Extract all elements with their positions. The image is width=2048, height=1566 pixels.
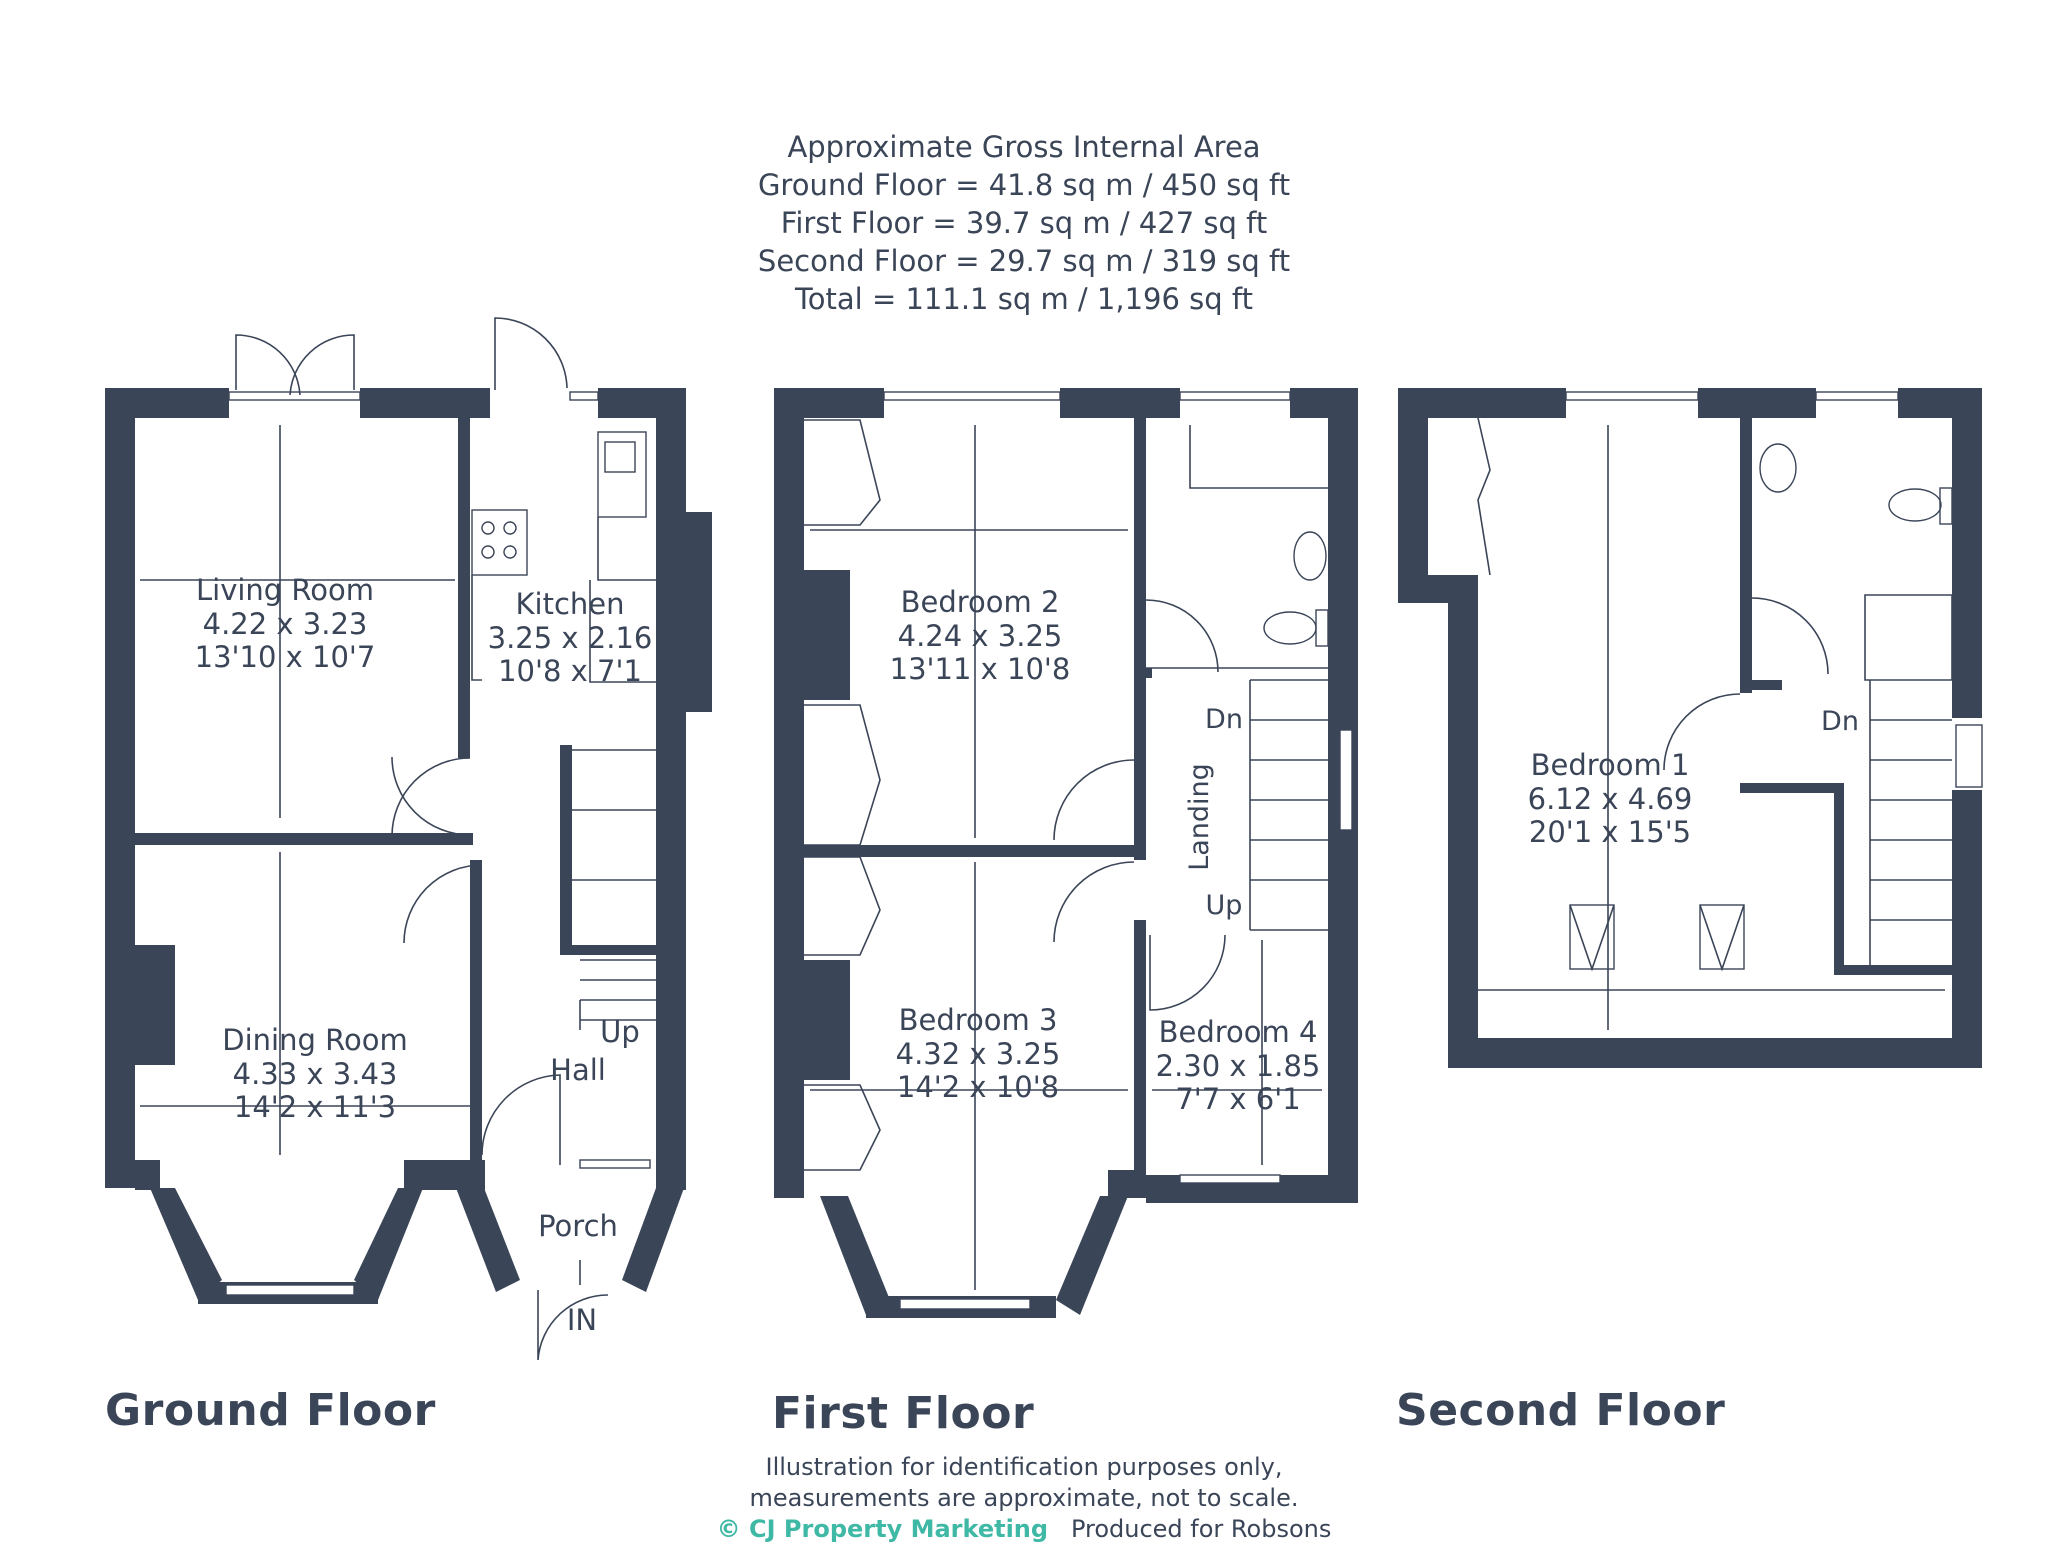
bedroom3-name: Bedroom 3	[899, 1003, 1058, 1037]
porch-label: Porch	[538, 1209, 618, 1243]
hall-label: Hall	[550, 1053, 606, 1087]
dining-room-metric: 4.33 x 3.43	[233, 1057, 398, 1091]
kitchen-metric: 3.25 x 2.16	[488, 621, 653, 655]
first-floor-title: First Floor	[772, 1388, 1035, 1439]
second-dn-label: Dn	[1821, 706, 1859, 737]
disclaimer-line-1: Illustration for identification purposes…	[765, 1453, 1283, 1481]
first-up-label: Up	[1206, 890, 1243, 921]
living-room-metric: 4.22 x 3.23	[203, 607, 368, 641]
bedroom2-name: Bedroom 2	[901, 585, 1060, 619]
bedroom2-metric: 4.24 x 3.25	[898, 619, 1063, 653]
entrance-label: IN	[567, 1303, 597, 1337]
kitchen-imperial: 10'8 x 7'1	[498, 654, 642, 688]
area-total: Total = 111.1 sq m / 1,196 sq ft	[795, 282, 1253, 316]
area-second: Second Floor = 29.7 sq m / 319 sq ft	[757, 244, 1291, 278]
bedroom4-metric: 2.30 x 1.85	[1156, 1049, 1321, 1083]
bedroom1-imperial: 20'1 x 15'5	[1529, 815, 1691, 849]
living-room-name: Living Room	[196, 573, 374, 607]
footer-disclaimer: Illustration for identification purposes…	[624, 1452, 1424, 1545]
ground-floor-title: Ground Floor	[105, 1385, 436, 1436]
produced-for: Produced for Robsons	[1070, 1515, 1332, 1543]
area-summary: Approximate Gross Internal Area Ground F…	[634, 128, 1414, 318]
bedroom1-name: Bedroom 1	[1531, 748, 1690, 782]
brand-credit: © CJ Property Marketing	[716, 1515, 1049, 1543]
second-floor-title: Second Floor	[1396, 1385, 1726, 1436]
ground-up-label: Up	[600, 1015, 640, 1049]
bedroom3-metric: 4.32 x 3.25	[896, 1037, 1061, 1071]
bedroom1-metric: 6.12 x 4.69	[1528, 782, 1693, 816]
credit-line: © CJ Property Marketing Produced for Rob…	[624, 1514, 1424, 1545]
area-first: First Floor = 39.7 sq m / 427 sq ft	[780, 206, 1268, 240]
kitchen-name: Kitchen	[516, 587, 625, 621]
bedroom4-name: Bedroom 4	[1159, 1015, 1318, 1049]
bedroom4-imperial: 7'7 x 6'1	[1175, 1082, 1300, 1116]
ground-floor-plan	[105, 317, 712, 1361]
ground-floor-labels: Living Room 4.22 x 3.23 13'10 x 10'7 Kit…	[195, 573, 653, 1337]
disclaimer-line-2: measurements are approximate, not to sca…	[749, 1484, 1299, 1512]
dining-room-imperial: 14'2 x 11'3	[234, 1090, 396, 1124]
second-floor-plan	[1398, 388, 1983, 1068]
area-ground: Ground Floor = 41.8 sq m / 450 sq ft	[757, 168, 1291, 202]
landing-label: Landing	[1184, 763, 1215, 871]
first-floor-labels: Bedroom 2 4.24 x 3.25 13'11 x 10'8 Bedro…	[890, 585, 1321, 1116]
dining-room-name: Dining Room	[222, 1023, 407, 1057]
bedroom3-imperial: 14'2 x 10'8	[897, 1070, 1059, 1104]
second-floor-labels: Bedroom 1 6.12 x 4.69 20'1 x 15'5 Dn	[1528, 706, 1859, 849]
area-heading: Approximate Gross Internal Area	[787, 130, 1261, 164]
first-dn-label: Dn	[1205, 704, 1243, 735]
living-room-imperial: 13'10 x 10'7	[195, 640, 376, 674]
bedroom2-imperial: 13'11 x 10'8	[890, 652, 1071, 686]
first-floor-plan	[774, 388, 1358, 1318]
